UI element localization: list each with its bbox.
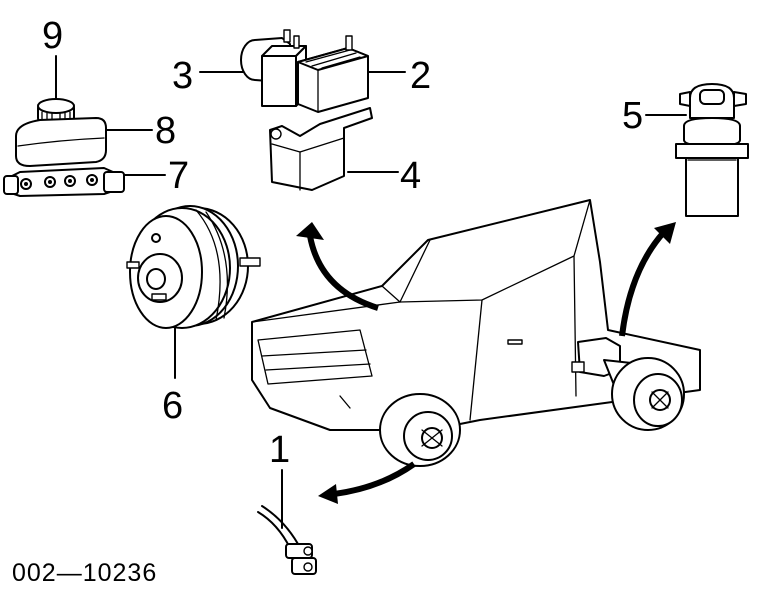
part-number-label: 002—10236 bbox=[12, 559, 157, 587]
wheel-speed-sensor-part-5 bbox=[675, 83, 749, 217]
front-wheel-speed-sensor-part-1 bbox=[257, 505, 317, 575]
callout-9: 9 bbox=[42, 15, 63, 57]
callout-2: 2 bbox=[410, 55, 431, 97]
callout-6: 6 bbox=[162, 385, 183, 427]
callout-4: 4 bbox=[400, 155, 421, 197]
callout-5: 5 bbox=[622, 95, 643, 137]
callout-1: 1 bbox=[269, 429, 290, 471]
module-bracket-part-4 bbox=[269, 107, 373, 191]
pickup-truck-illustration bbox=[251, 199, 701, 467]
callout-3: 3 bbox=[172, 55, 193, 97]
master-cylinder-part-7 bbox=[3, 167, 125, 197]
pointer-arrows bbox=[296, 222, 676, 504]
callout-7: 7 bbox=[168, 155, 189, 197]
leader-lines bbox=[55, 55, 687, 529]
callout-8: 8 bbox=[155, 110, 176, 152]
brake-booster-part-6 bbox=[126, 205, 261, 329]
brake-fluid-reservoir-part-8 bbox=[15, 117, 107, 167]
abs-pump-motor-part-3 bbox=[240, 29, 307, 107]
abs-control-module-part-2 bbox=[297, 35, 369, 113]
